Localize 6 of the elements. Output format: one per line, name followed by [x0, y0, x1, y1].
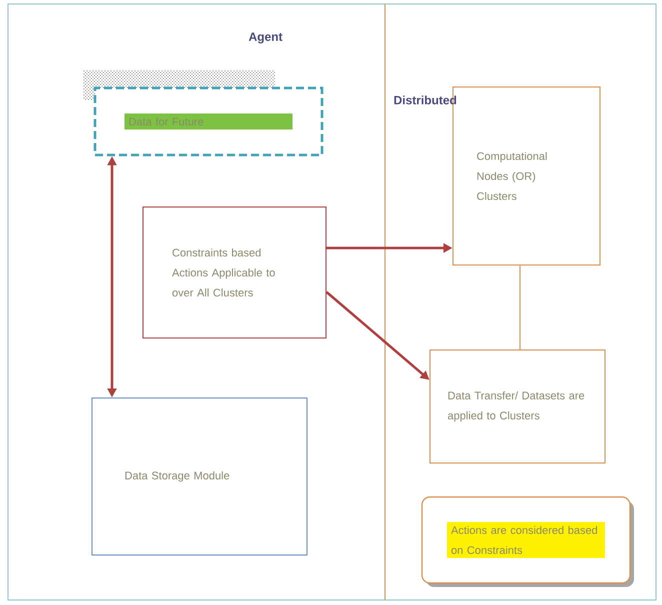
process-box: Constraints based Actions Applicable to over All Clusters	[142, 206, 326, 338]
rounded-box: Actions are considered based on Constraints	[421, 496, 631, 584]
process-box: Data Transfer/ Datasets are applied to Clusters	[430, 350, 606, 464]
dashed-box: Data for Future	[94, 86, 324, 156]
section-label: Agent	[248, 32, 282, 44]
process-box: Data Storage Module	[92, 398, 308, 556]
